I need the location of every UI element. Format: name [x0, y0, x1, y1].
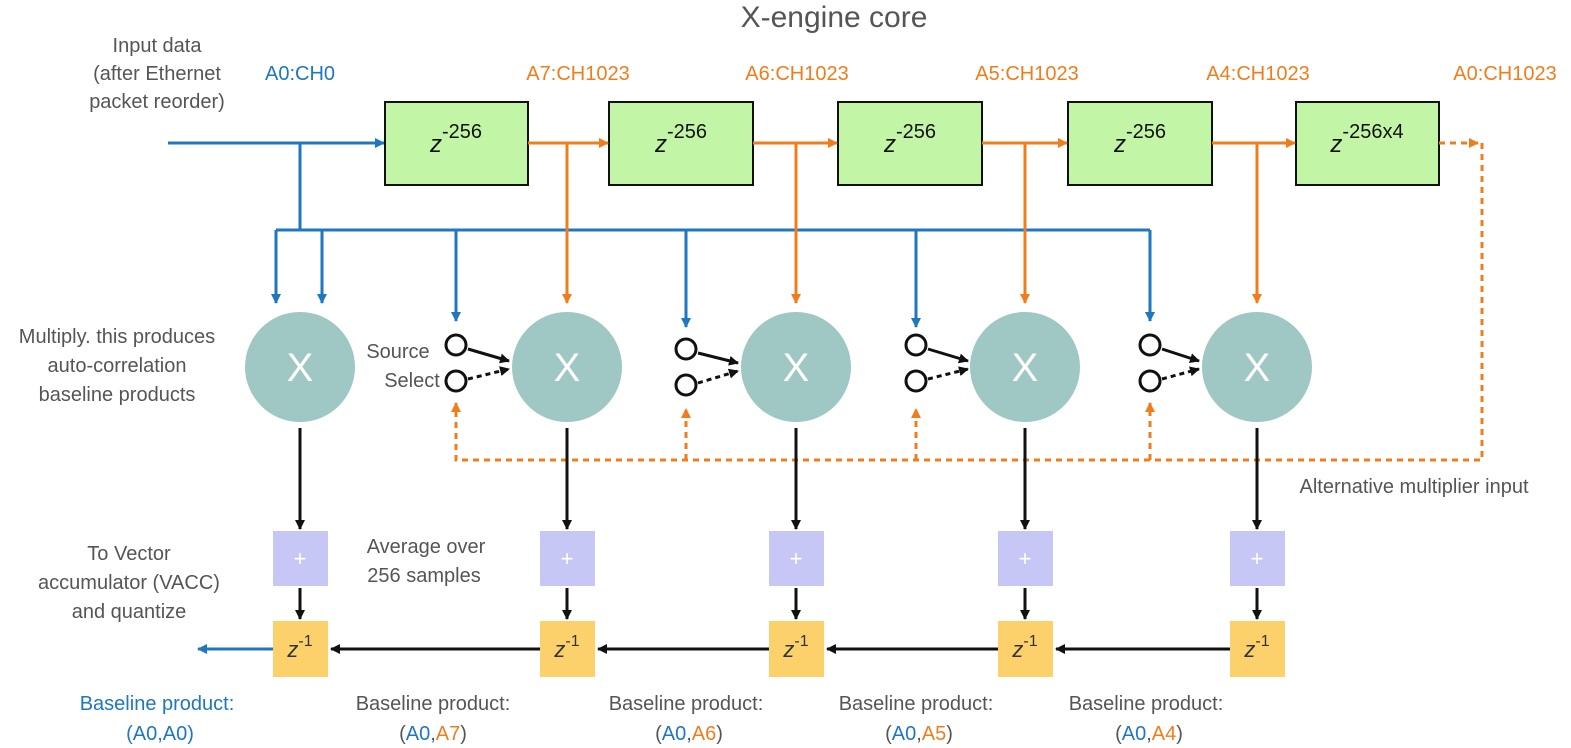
svg-text:X: X — [783, 346, 810, 390]
source-select-switch — [1138, 333, 1200, 393]
svg-text:(A0,A6): (A0,A6) — [655, 723, 723, 745]
multiplier-4: X — [1202, 312, 1312, 422]
input-tag: A0:CH0 — [265, 63, 335, 85]
adder-4: + — [1230, 531, 1285, 586]
source-select-switch — [904, 333, 969, 393]
svg-text:Average over: Average over — [367, 536, 486, 558]
svg-text:Baseline product:: Baseline product: — [839, 693, 994, 715]
svg-text:Baseline product:: Baseline product: — [609, 693, 764, 715]
baseline-caption-2: Baseline product: (A0,A6) — [609, 693, 764, 745]
svg-text:z-256: z-256 — [654, 121, 707, 158]
adder-1: + — [540, 531, 595, 586]
svg-text:X: X — [1012, 346, 1039, 390]
svg-text:z-256: z-256 — [429, 121, 482, 158]
adder-0: + — [273, 531, 328, 586]
baseline-caption-0: Baseline product: (A0,A0) — [80, 693, 235, 745]
svg-text:+: + — [790, 546, 803, 571]
baseline-caption-3: Baseline product: (A0,A5) — [839, 693, 994, 745]
svg-text:accumulator (VACC): accumulator (VACC) — [38, 572, 220, 594]
svg-text:z-256: z-256 — [883, 121, 936, 158]
svg-text:X: X — [287, 346, 314, 390]
svg-text:z-1: z-1 — [1011, 633, 1037, 662]
adder-3: + — [998, 531, 1053, 586]
delay-block-1: z-256 — [384, 101, 529, 186]
unit-delay-1: z-1 — [540, 621, 595, 677]
svg-text:Input data: Input data — [113, 35, 203, 57]
svg-text:Source: Source — [366, 341, 429, 363]
svg-text:baseline products: baseline products — [39, 384, 196, 406]
delay-block-4: z-256 — [1067, 101, 1213, 186]
svg-text:256 samples: 256 samples — [367, 565, 480, 587]
delay-block-2: z-256 — [608, 101, 754, 186]
unit-delay-0: z-1 — [273, 621, 328, 677]
multiplier-0: X — [245, 312, 355, 422]
vacc-label: To Vector accumulator (VACC) and quantiz… — [38, 543, 220, 623]
delay-tag: A7:CH1023 — [526, 63, 629, 85]
svg-text:X: X — [554, 346, 581, 390]
delay-tag: A4:CH1023 — [1206, 63, 1309, 85]
alt-input-label: Alternative multiplier input — [1300, 476, 1529, 498]
multiplier-1: X — [512, 312, 622, 422]
svg-text:+: + — [1251, 546, 1264, 571]
unit-delay-3: z-1 — [998, 621, 1053, 677]
svg-text:(A0,A5): (A0,A5) — [885, 723, 953, 745]
baseline-caption-4: Baseline product: (A0,A4) — [1069, 693, 1224, 745]
delay-tag: A0:CH1023 — [1453, 63, 1556, 85]
svg-text:To Vector: To Vector — [87, 543, 171, 565]
svg-text:Multiply. this produces: Multiply. this produces — [19, 326, 215, 348]
svg-text:(after Ethernet: (after Ethernet — [93, 63, 221, 85]
multiplier-3: X — [970, 312, 1080, 422]
svg-text:Baseline product:: Baseline product: — [1069, 693, 1224, 715]
source-select-switch — [444, 333, 510, 393]
svg-text:(A0,A7): (A0,A7) — [399, 723, 467, 745]
delay-tag: A5:CH1023 — [975, 63, 1078, 85]
svg-text:(A0,A0): (A0,A0) — [126, 723, 194, 745]
svg-text:auto-correlation: auto-correlation — [48, 355, 187, 377]
svg-text:z-1: z-1 — [286, 633, 312, 662]
delay-block-3: z-256 — [837, 101, 983, 186]
svg-text:+: + — [294, 546, 307, 571]
baseline-caption-1: Baseline product: (A0,A7) — [356, 693, 511, 745]
source-select-switch — [674, 337, 739, 397]
svg-text:Baseline product:: Baseline product: — [356, 693, 511, 715]
average-label: Average over 256 samples — [367, 536, 486, 587]
svg-text:+: + — [1019, 546, 1032, 571]
delay-block-5: z-256x4 — [1295, 101, 1440, 186]
input-label: Input data (after Ethernet packet reorde… — [89, 35, 225, 113]
svg-text:(A0,A4): (A0,A4) — [1115, 723, 1183, 745]
svg-text:Select: Select — [384, 370, 440, 392]
svg-text:packet reorder): packet reorder) — [89, 91, 225, 113]
svg-text:z-1: z-1 — [1243, 633, 1269, 662]
source-select-label: Source Select — [366, 341, 440, 392]
adder-2: + — [769, 531, 824, 586]
svg-text:z-256: z-256 — [1113, 121, 1166, 158]
unit-delay-4: z-1 — [1230, 621, 1285, 677]
unit-delay-2: z-1 — [769, 621, 824, 677]
diagram-title: X-engine core — [741, 1, 928, 34]
svg-text:z-1: z-1 — [553, 633, 579, 662]
alt-input-path — [451, 143, 1484, 462]
svg-text:z-256x4: z-256x4 — [1329, 121, 1403, 158]
svg-text:z-1: z-1 — [782, 633, 808, 662]
svg-text:Baseline product:: Baseline product: — [80, 693, 235, 715]
multiply-label: Multiply. this produces auto-correlation… — [19, 326, 215, 406]
svg-text:+: + — [561, 546, 574, 571]
multiplier-2: X — [741, 312, 851, 422]
delay-tag: A6:CH1023 — [745, 63, 848, 85]
svg-text:X: X — [1244, 346, 1271, 390]
svg-text:and quantize: and quantize — [72, 601, 187, 623]
